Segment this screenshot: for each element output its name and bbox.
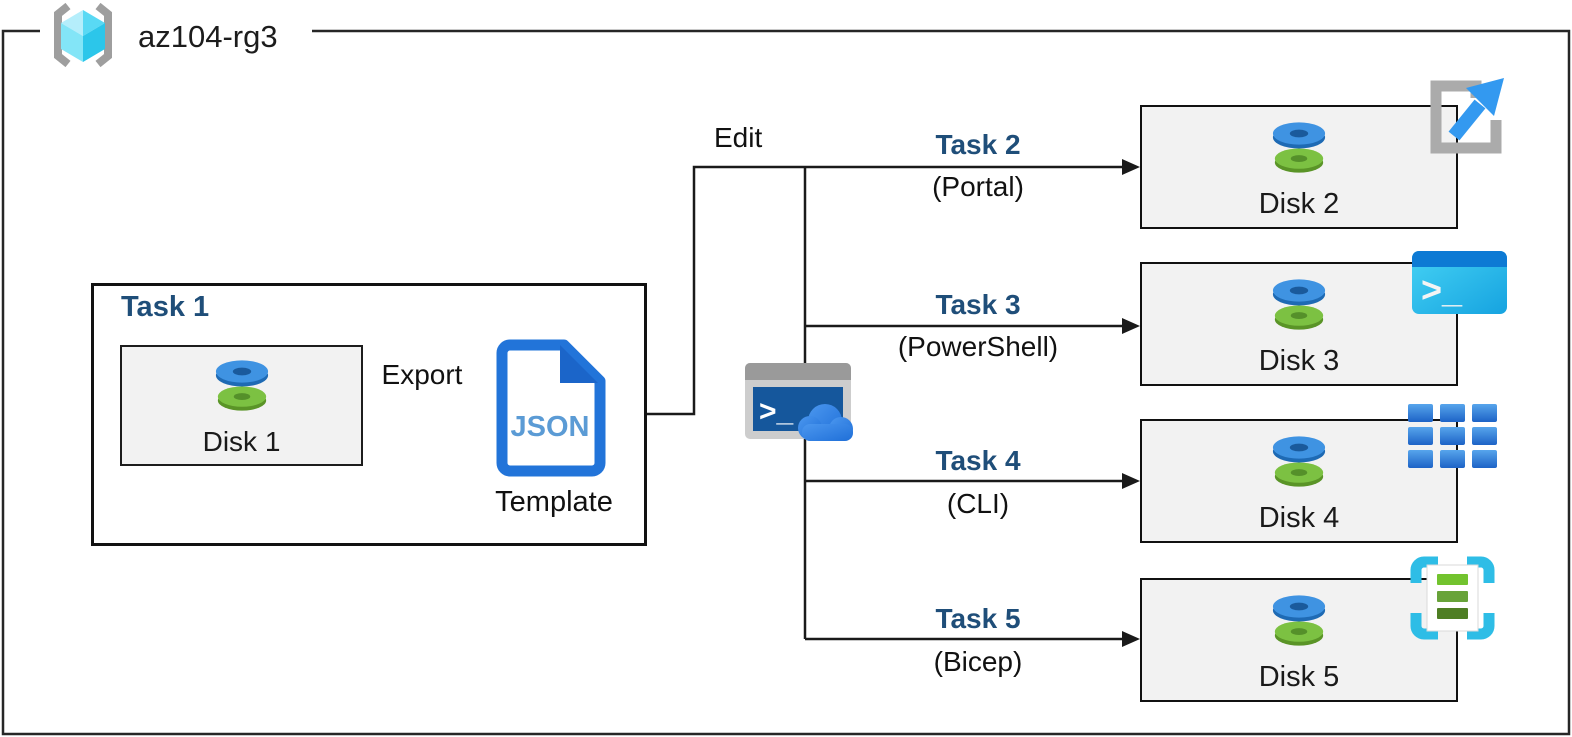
powershell-prompt-text: >_ — [1421, 269, 1463, 310]
disk2-label: Disk 2 — [1258, 188, 1340, 220]
task3-label: Task 3 — [935, 289, 1021, 320]
resource-group-name: az104-rg3 — [138, 19, 278, 54]
resource-group-border — [1, 29, 1571, 736]
export-label: Export — [381, 359, 463, 390]
task2-arrowhead — [1122, 159, 1140, 175]
edit-to-task2-line — [647, 165, 1123, 416]
disk3-box: Disk 3 — [1140, 262, 1458, 386]
azure-portal-icon — [1416, 70, 1508, 159]
disk5-label: Disk 5 — [1258, 661, 1340, 693]
disk1-label: Disk 1 — [202, 426, 281, 457]
disk5-box: Disk 5 — [1140, 578, 1458, 702]
cloud-glyph — [798, 404, 853, 441]
bicep-template-icon — [1410, 556, 1495, 645]
azure-cli-icon — [1408, 404, 1498, 474]
task5-label: Task 5 — [935, 603, 1021, 634]
task3-method-label: (PowerShell) — [897, 331, 1059, 362]
task2-label: Task 2 — [935, 129, 1021, 160]
disk3-label: Disk 3 — [1258, 345, 1340, 377]
task5-arrowhead — [1122, 631, 1140, 647]
template-label: Template — [495, 486, 613, 518]
task2-method-label: (Portal) — [932, 171, 1024, 202]
json-icon-text: JSON — [511, 411, 590, 443]
managed-disk-icon — [211, 357, 273, 418]
task4-arrowhead — [1122, 473, 1140, 489]
task4-method-label: (CLI) — [946, 488, 1010, 519]
cloud-shell-prompt-text: >_ — [759, 395, 794, 428]
edit-label: Edit — [714, 122, 763, 153]
json-template-icon: JSON — [494, 337, 610, 482]
managed-disk-icon — [1268, 119, 1330, 180]
managed-disk-icon — [1268, 276, 1330, 337]
disk2-box: Disk 2 — [1140, 105, 1458, 229]
disk4-label: Disk 4 — [1258, 502, 1340, 534]
task3-arrowhead — [1122, 318, 1140, 334]
managed-disk-icon — [1268, 433, 1330, 494]
task5-method-label: (Bicep) — [933, 646, 1023, 677]
task1-title: Task 1 — [121, 291, 210, 323]
powershell-icon: >_ — [1411, 250, 1508, 320]
disk4-box: Disk 4 — [1140, 419, 1458, 543]
managed-disk-icon — [1268, 592, 1330, 653]
task4-label: Task 4 — [935, 445, 1021, 476]
disk1-box: Disk 1 — [120, 345, 363, 466]
resource-group-icon — [46, 2, 120, 73]
cloud-shell-icon: >_ — [744, 362, 864, 453]
